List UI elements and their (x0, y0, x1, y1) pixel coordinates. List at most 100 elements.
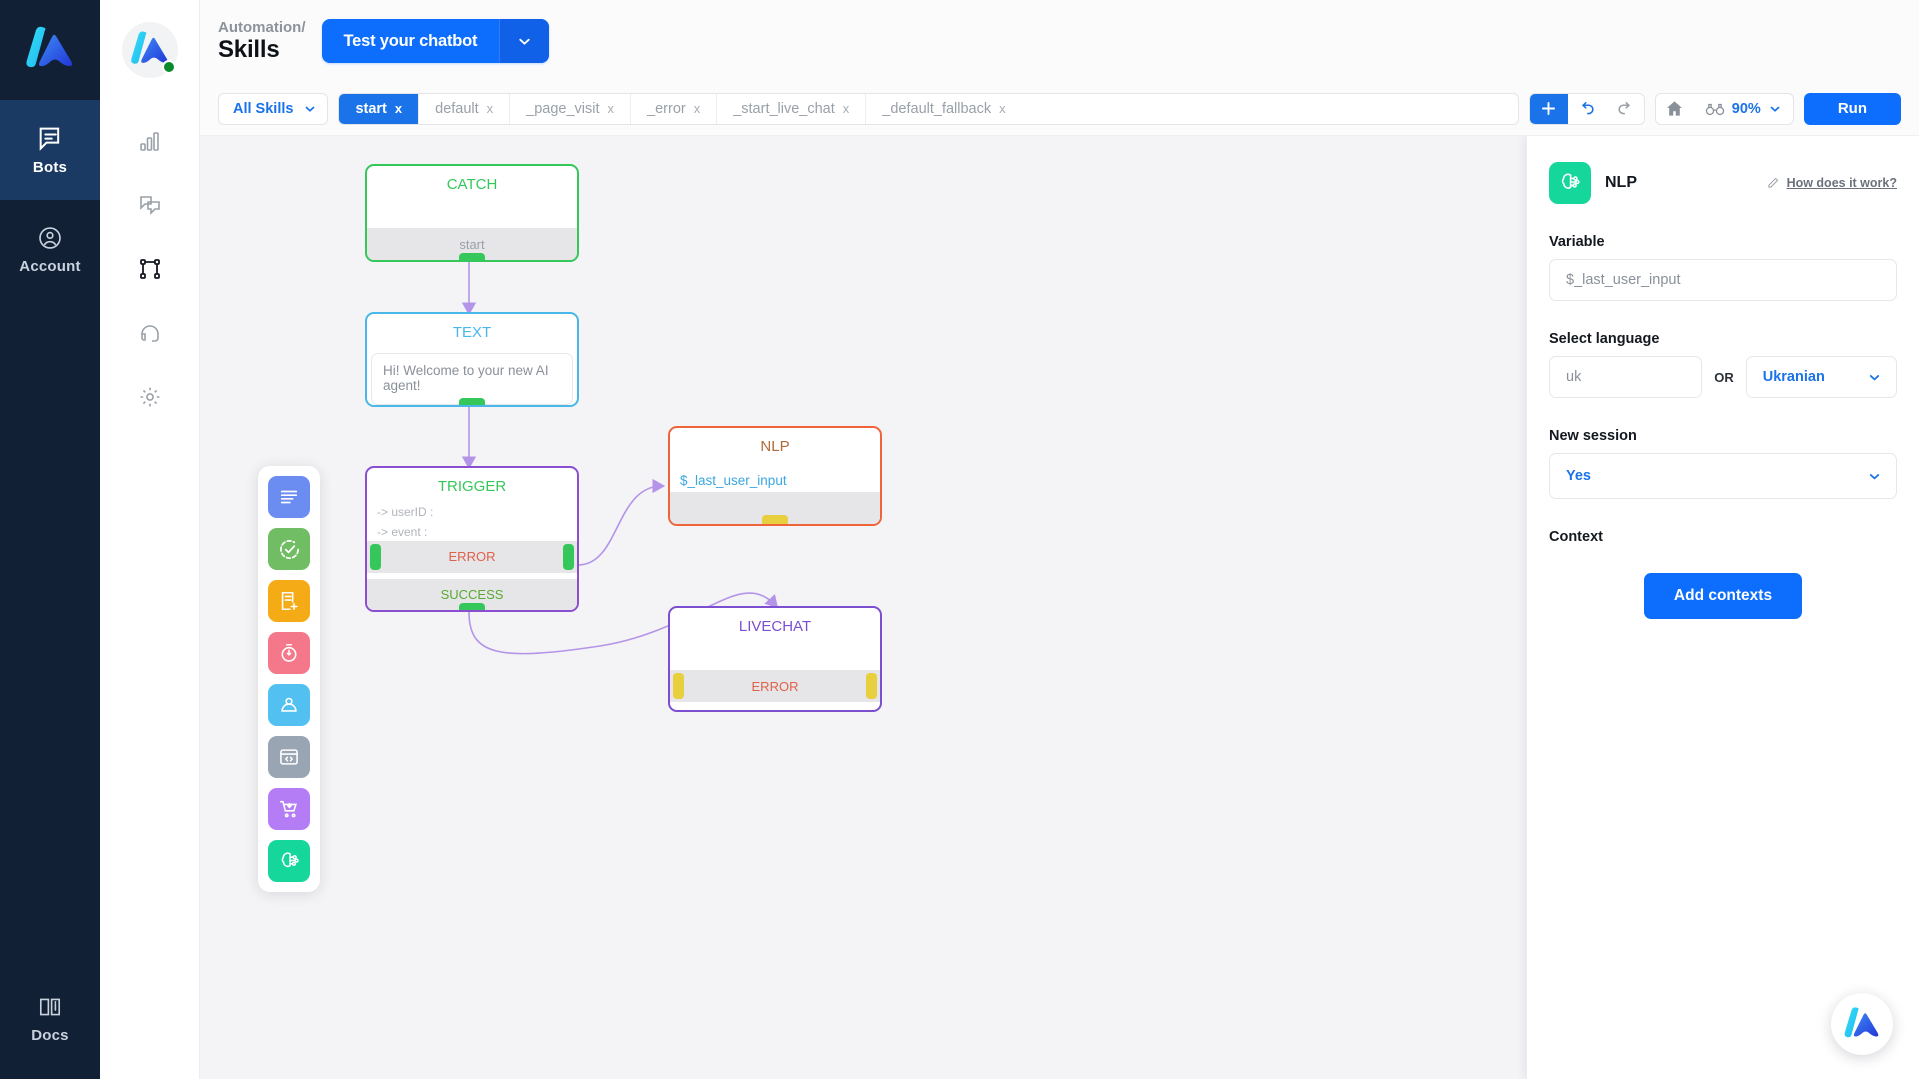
analytics-bars-icon[interactable] (135, 126, 165, 156)
node-port-error[interactable]: ERROR (367, 541, 577, 573)
output-plug-bottom[interactable] (762, 515, 788, 524)
conversations-icon[interactable] (135, 190, 165, 220)
main-column: Automation/ Skills Test your chatbot All… (200, 0, 1919, 1079)
home-button[interactable] (1656, 94, 1694, 124)
close-icon[interactable]: x (394, 101, 403, 116)
tab-label: _start_live_chat (733, 100, 835, 117)
sidebar-item-account[interactable]: Account (0, 200, 100, 300)
page-title: Skills (218, 35, 280, 63)
test-chatbot-dropdown[interactable] (499, 19, 550, 63)
palette-cart-block[interactable] (268, 788, 310, 830)
output-plug-right[interactable] (866, 673, 877, 699)
node-body (367, 199, 577, 228)
pencil-icon (1767, 177, 1778, 188)
palette-contact-block[interactable] (268, 684, 310, 726)
tab-page-visit[interactable]: _page_visit x (510, 93, 632, 124)
node-text[interactable]: TEXT Hi! Welcome to your new AI agent! (365, 312, 579, 407)
tab-label: _default_fallback (882, 100, 992, 117)
node-catch[interactable]: CATCH start (365, 164, 579, 262)
close-icon[interactable]: x (486, 101, 494, 116)
tab-start[interactable]: start x (339, 93, 420, 124)
test-chatbot-label: Test your chatbot (343, 31, 478, 50)
tab-default-fallback[interactable]: _default_fallback x (866, 94, 1021, 124)
node-port-success[interactable]: SUCCESS (367, 578, 577, 610)
variable-label: Variable (1549, 234, 1605, 250)
page-header: Automation/ Skills Test your chatbot (200, 0, 1919, 82)
output-plug-right[interactable] (563, 543, 574, 570)
node-trigger[interactable]: TRIGGER -> userID : -> event : ERROR SUC… (365, 466, 579, 612)
sidebar-item-docs[interactable]: Docs (0, 959, 100, 1079)
new-session-select[interactable]: Yes (1549, 453, 1897, 499)
palette-form-block[interactable] (268, 580, 310, 622)
chevron-down-icon (306, 106, 315, 112)
language-label: Select language (1549, 331, 1660, 347)
sidebar-item-label: Account (19, 258, 81, 275)
nlp-badge (1549, 162, 1591, 204)
variable-input[interactable]: $_last_user_input (1549, 259, 1897, 301)
redo-arrow-icon (1618, 101, 1630, 114)
all-skills-dropdown[interactable]: All Skills (218, 92, 329, 125)
chevron-down-icon (1770, 106, 1780, 112)
gear-icon[interactable] (135, 382, 165, 412)
node-port-output[interactable] (670, 492, 880, 524)
node-nlp[interactable]: NLP $_last_user_input (668, 426, 882, 526)
output-plug-bottom[interactable] (459, 603, 485, 610)
test-chatbot-button[interactable]: Test your chatbot (321, 19, 550, 63)
input-plug-left[interactable] (370, 543, 381, 570)
nlp-properties-panel: NLP How does it work? Variable $_last_us… (1527, 136, 1919, 1079)
input-plug-left[interactable] (673, 673, 684, 699)
how-does-it-work-link[interactable]: How does it work? (1766, 176, 1897, 190)
tab-label: default (435, 100, 479, 117)
new-session-label: New session (1549, 428, 1637, 444)
app-logo[interactable] (0, 0, 100, 100)
book-info-icon (39, 998, 61, 1016)
run-button[interactable]: Run (1803, 92, 1901, 125)
home-icon (1667, 101, 1683, 116)
zoom-level-label: 90% (1731, 100, 1761, 117)
zoom-control[interactable]: 90% (1694, 94, 1793, 124)
node-livechat[interactable]: LIVECHAT ERROR (668, 606, 882, 712)
tab-label: _error (647, 100, 686, 117)
chat-widget-button[interactable] (1831, 993, 1893, 1055)
tab-start-live-chat[interactable]: _start_live_chat x (717, 93, 867, 124)
close-icon[interactable]: x (607, 101, 615, 116)
flow-canvas[interactable]: CATCH start TEXT Hi! Welcome to your new… (200, 136, 1919, 1079)
palette-text-block[interactable] (268, 476, 310, 518)
palette-condition-block[interactable] (268, 528, 310, 570)
primary-nav-rail: Bots Account Docs (0, 0, 100, 1079)
language-select[interactable]: Ukranian (1745, 356, 1897, 398)
close-icon[interactable]: x (999, 101, 1006, 116)
add-contexts-button[interactable]: Add contexts (1643, 573, 1803, 619)
context-label: Context (1549, 529, 1603, 545)
sidebar-item-bots[interactable]: Bots (0, 100, 100, 200)
output-plug-bottom[interactable] (459, 398, 485, 405)
tab-default[interactable]: default x (419, 93, 511, 124)
contact-person-icon (281, 697, 297, 712)
tab-error[interactable]: _error x (631, 93, 718, 124)
close-icon[interactable]: x (842, 101, 850, 116)
support-headset-icon[interactable] (135, 318, 165, 348)
close-icon[interactable]: x (693, 101, 701, 116)
node-port-error[interactable]: ERROR (670, 670, 880, 702)
port-label: start (459, 236, 485, 252)
output-plug-bottom[interactable] (459, 253, 485, 260)
node-port-start[interactable]: start (367, 228, 577, 260)
palette-nlp-block[interactable] (268, 840, 310, 882)
node-body: -> userID : -> event : (367, 501, 577, 541)
bot-avatar[interactable] (121, 22, 178, 78)
user-circle-icon (39, 227, 61, 249)
flow-nodes-icon[interactable] (135, 254, 165, 284)
undo-button[interactable] (1568, 94, 1606, 124)
breadcrumb-parent: Automation/ (218, 18, 306, 36)
edge-trigger-error-nlp (577, 478, 666, 566)
palette-delay-block[interactable] (268, 632, 310, 674)
code-window-icon (280, 749, 298, 765)
redo-button[interactable] (1606, 94, 1644, 124)
rail-spacer (0, 300, 100, 959)
language-row: uk OR Ukranian (1549, 356, 1897, 398)
panel-title: NLP (1605, 174, 1637, 191)
add-node-button[interactable] (1529, 93, 1568, 124)
language-code-input[interactable]: uk (1549, 356, 1703, 398)
palette-code-block[interactable] (268, 736, 310, 778)
